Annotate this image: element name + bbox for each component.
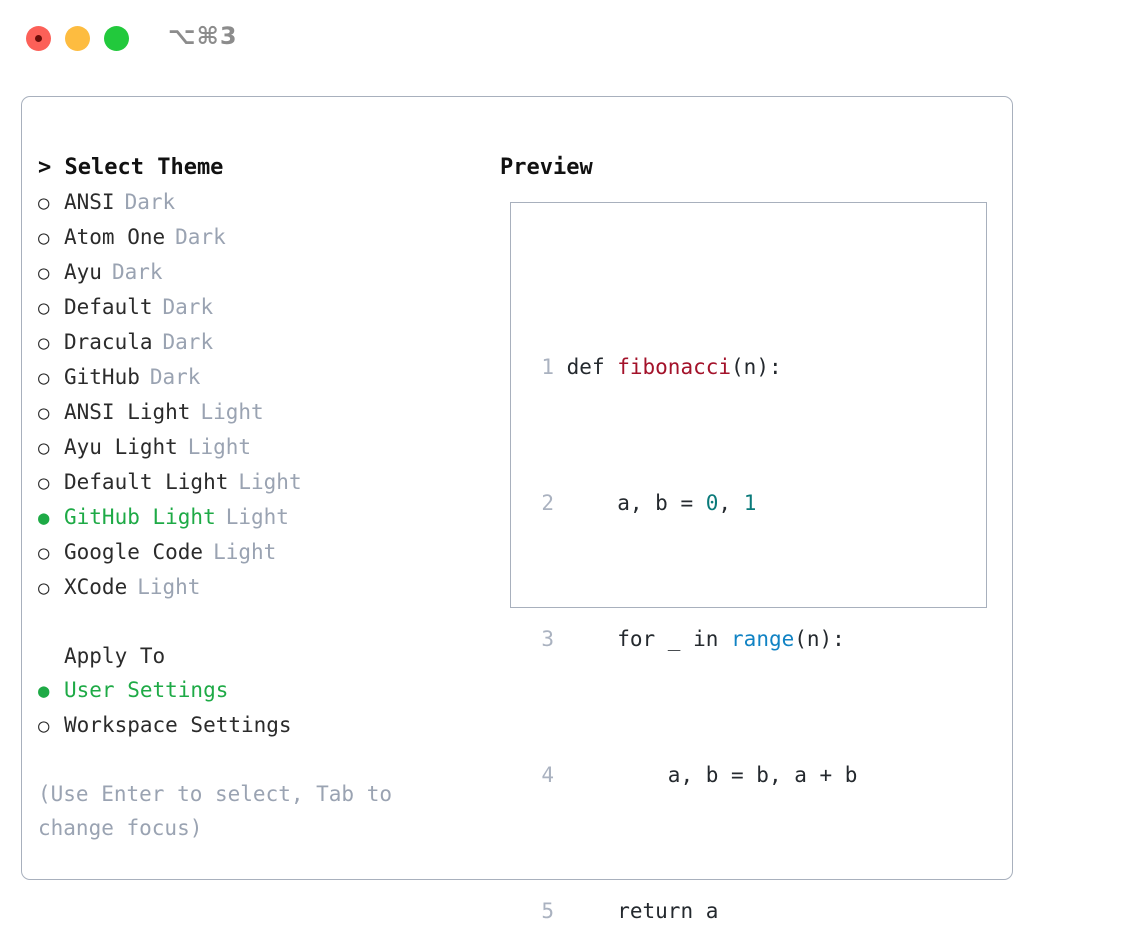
code-segment: (n): [731,355,782,379]
radio-unselected-icon: ○ [38,297,50,319]
radio-unselected-icon: ○ [38,577,50,599]
theme-meta: Dark [162,330,214,354]
theme-option-list: ○ ANSI Dark ○ Atom One Dark ○ Ayu Dark [38,185,478,605]
theme-label: ANSI Light [64,400,191,424]
theme-label: Google Code [64,540,204,564]
line-number: 1 [541,355,554,379]
radio-unselected-icon: ○ [38,402,50,424]
code-line: 5 return a [532,894,883,928]
radio-unselected-icon: ○ [38,367,50,389]
radio-unselected-icon: ○ [38,437,50,459]
theme-meta: Light [238,470,302,494]
theme-option-xcode[interactable]: ○ XCode Light [38,570,478,605]
radio-unselected-icon: ○ [38,227,50,249]
apply-to-option-list: ● User Settings ○ Workspace Settings [38,673,478,743]
radio-selected-icon: ● [38,507,50,529]
zoom-button[interactable] [104,26,129,51]
code-segment: a, b = [566,491,706,515]
theme-option-google-code[interactable]: ○ Google Code Light [38,535,478,570]
theme-label: Default Light [64,470,229,494]
theme-option-ayu-light[interactable]: ○ Ayu Light Light [38,430,478,465]
keyboard-hint-text: (Use Enter to select, Tab to change focu… [38,782,405,840]
apply-to-label: User Settings [64,678,229,702]
theme-meta: Dark [149,365,201,389]
theme-label: Ayu [64,260,102,284]
theme-option-github-dark[interactable]: ○ GitHub Dark [38,360,478,395]
apply-to-heading: Apply To [64,644,166,668]
select-theme-heading: > Select Theme [38,155,224,180]
code-segment: def [566,355,618,379]
theme-option-ayu-dark[interactable]: ○ Ayu Dark [38,255,478,290]
radio-unselected-icon: ○ [38,262,50,284]
preview-code: 1 def fibonacci(n): 2 a, b = 0, 1 3 for … [532,248,883,934]
theme-meta: Light [200,400,264,424]
code-segment: (n): [794,627,845,651]
apply-to-option-user-settings[interactable]: ● User Settings [38,673,478,708]
theme-option-github-light[interactable]: ● GitHub Light Light [38,500,478,535]
theme-meta: Light [137,575,201,599]
code-segment-number: 0 [705,491,719,515]
radio-selected-icon: ● [38,680,50,702]
apply-to-option-workspace-settings[interactable]: ○ Workspace Settings [38,708,478,743]
code-segment: for _ in [566,627,732,651]
theme-label: GitHub Light [64,505,216,529]
code-segment-number: 1 [743,491,757,515]
theme-label: Dracula [64,330,153,354]
theme-meta: Light [225,505,289,529]
theme-label: XCode [64,575,128,599]
apply-to-label: Workspace Settings [64,713,292,737]
code-line: 2 a, b = 0, 1 [532,486,883,520]
code-line: 1 def fibonacci(n): [532,350,883,384]
line-number: 4 [541,763,554,787]
theme-meta: Light [213,540,277,564]
minimize-button[interactable] [65,26,90,51]
radio-unselected-icon: ○ [38,472,50,494]
theme-option-ansi-light[interactable]: ○ ANSI Light Light [38,395,478,430]
line-number: 2 [541,491,554,515]
theme-option-default-dark[interactable]: ○ Default Dark [38,290,478,325]
code-line: 3 for _ in range(n): [532,622,883,656]
traffic-lights [26,26,129,51]
theme-meta: Dark [175,225,226,249]
code-segment: a, b = b, a + b [566,763,858,787]
close-button[interactable] [26,26,51,51]
theme-meta: Dark [111,260,163,284]
theme-option-atom-one-dark[interactable]: ○ Atom One Dark [38,220,478,255]
theme-meta: Light [187,435,252,459]
theme-option-dracula-dark[interactable]: ○ Dracula Dark [38,325,478,360]
theme-label: ANSI [64,190,115,214]
theme-selector-column: > Select Theme ○ ANSI Dark ○ Atom One Da… [38,151,478,845]
theme-label: Ayu Light [64,435,178,459]
radio-unselected-icon: ○ [38,332,50,354]
code-segment: return a [566,899,719,923]
preview-box: 1 def fibonacci(n): 2 a, b = 0, 1 3 for … [510,202,987,923]
theme-meta: Dark [124,190,176,214]
code-segment: , [718,491,744,515]
code-segment-call: range [731,627,795,651]
main-panel: > Select Theme ○ ANSI Dark ○ Atom One Da… [21,96,1013,923]
list-spacer [38,605,478,639]
line-number: 5 [541,899,554,923]
radio-unselected-icon: ○ [38,715,50,737]
line-number: 3 [541,627,554,651]
radio-unselected-icon: ○ [38,192,50,214]
theme-meta: Dark [162,295,214,319]
theme-option-ansi-dark[interactable]: ○ ANSI Dark [38,185,478,220]
theme-label: Atom One [64,225,166,249]
theme-option-default-light[interactable]: ○ Default Light Light [38,465,478,500]
radio-unselected-icon: ○ [38,542,50,564]
code-segment-function: fibonacci [617,355,732,379]
window-shortcut-label: ⌥⌘3 [168,22,238,50]
preview-heading: Preview [500,155,593,180]
code-line: 4 a, b = b, a + b [532,758,883,792]
title-bar: ⌥⌘3 [0,0,1140,78]
theme-label: GitHub [64,365,140,389]
theme-label: Default [64,295,153,319]
preview-column: Preview 1 def fibonacci(n): 2 a, b = 0, … [500,151,1000,923]
